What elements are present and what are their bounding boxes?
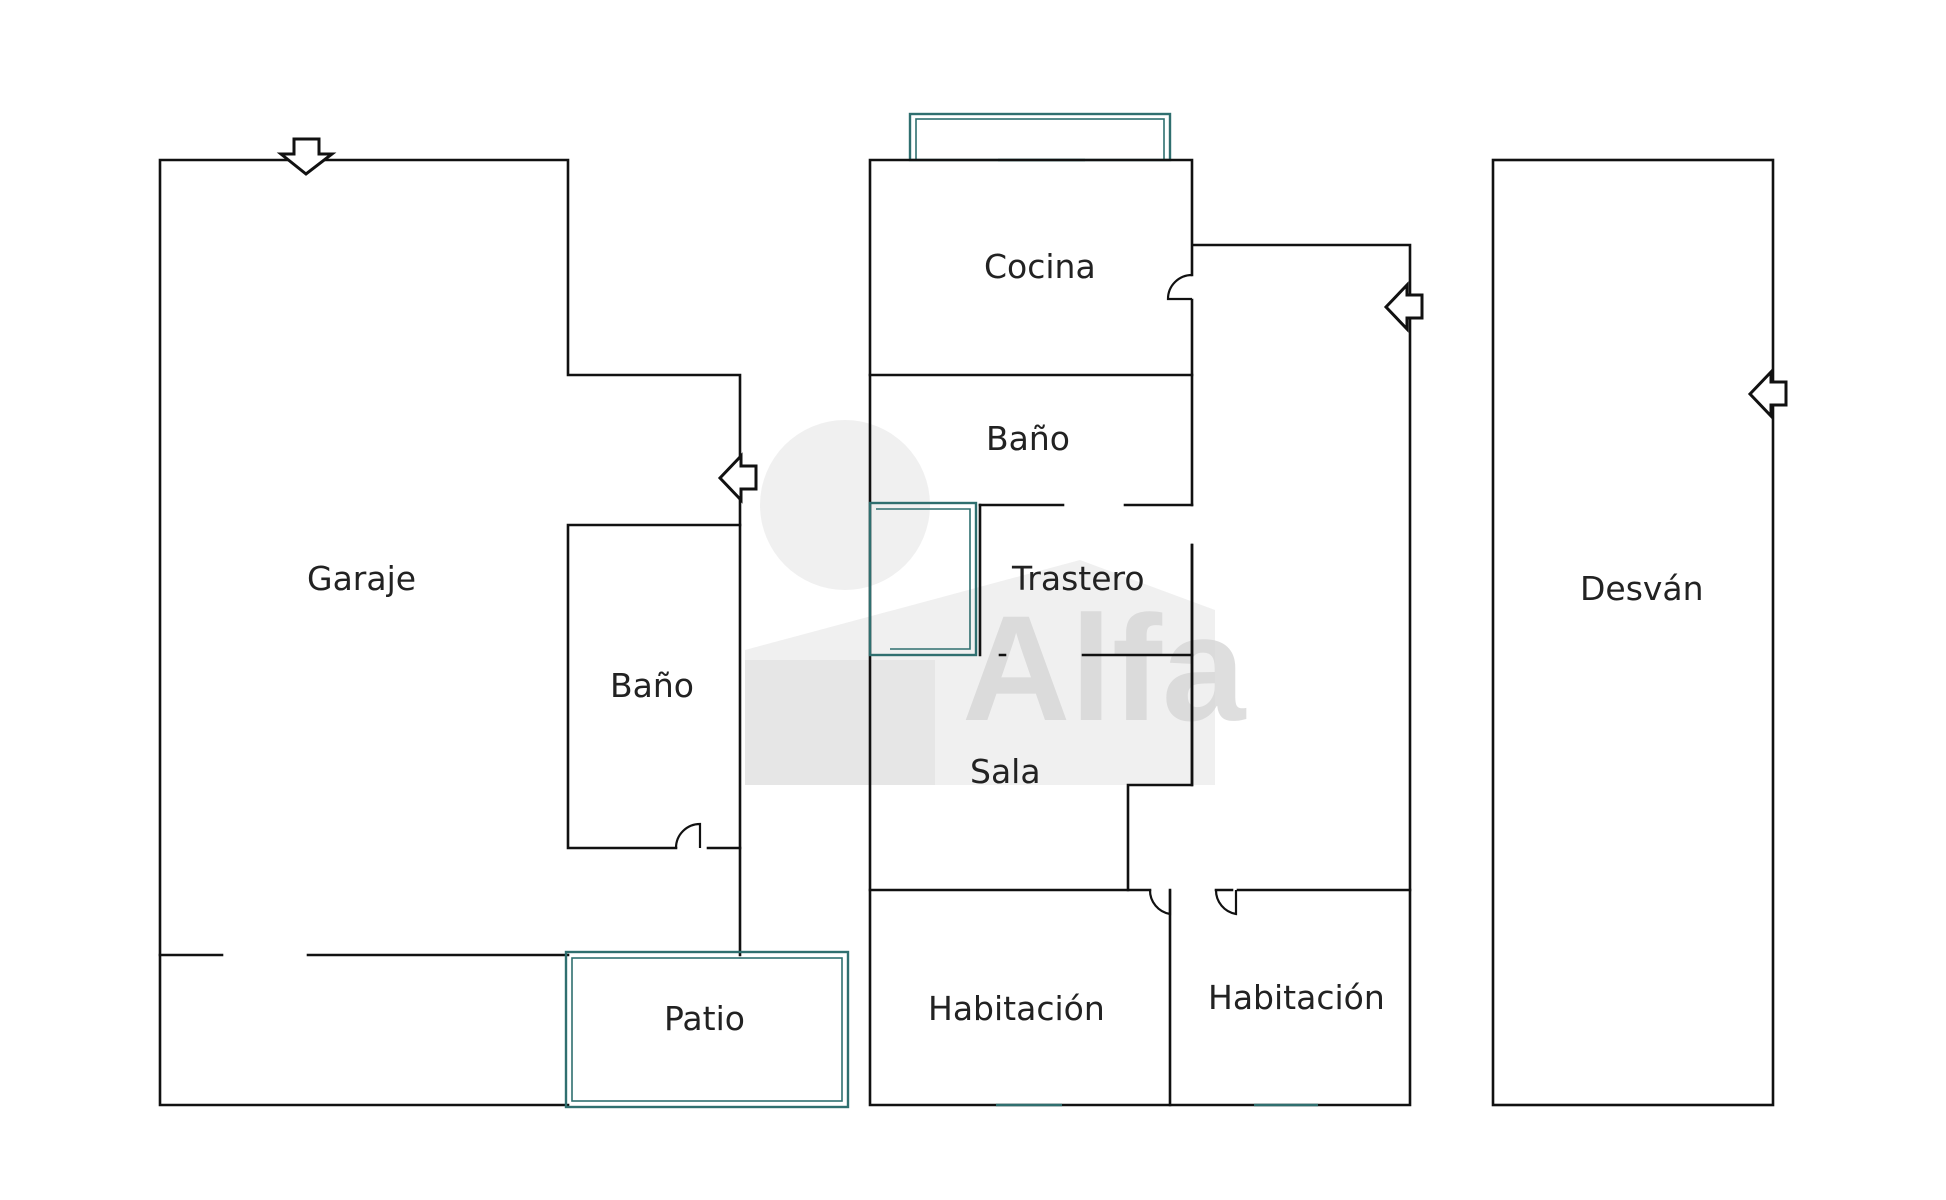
storage-glazed-outline (868, 501, 978, 657)
attic-plan: Desván (1491, 158, 1788, 1107)
room-label-cocina: Cocina (984, 247, 1096, 286)
kitchen-door (1166, 273, 1193, 301)
ground-bathroom-walls (566, 523, 742, 850)
watermark-logo-text: Alfa (962, 584, 1247, 752)
patio-glazed-outline (564, 950, 850, 1109)
patio-glazed-inner (571, 957, 843, 1102)
bedroom-2-door (1214, 889, 1238, 916)
living-room-right-wall (1126, 543, 1194, 892)
balcony-glazed-outline (908, 112, 1172, 162)
room-label-garaje: Garaje (307, 559, 416, 598)
room-label-habitacion-1: Habitación (928, 989, 1105, 1028)
attic-entrance-arrow-icon (1747, 368, 1788, 420)
room-label-patio: Patio (664, 999, 745, 1038)
watermark-circle-shape (760, 420, 930, 590)
attic-walls (1491, 158, 1775, 1107)
watermark-block-shape (745, 660, 935, 785)
storage-walls (978, 503, 1194, 657)
watermark: Alfa (745, 420, 1247, 785)
first-floor-entrance-arrow-icon (1383, 281, 1424, 333)
ground-floor-plan: Garaje Baño Patio (158, 137, 850, 1109)
ground-side-entrance-arrow-icon (717, 452, 758, 504)
garage-entrance-arrow-icon (276, 137, 337, 176)
room-label-trastero: Trastero (1011, 559, 1145, 598)
storage-glazed-inner (876, 508, 971, 650)
garage-walls (158, 158, 742, 1107)
room-label-habitacion-2: Habitación (1208, 978, 1385, 1017)
room-label-bano-ground: Baño (610, 666, 694, 705)
watermark-house-shape (745, 560, 1215, 785)
ground-bathroom-door (674, 822, 702, 849)
balcony-glazed-inner (915, 118, 1165, 161)
first-floor-plan: Cocina Baño Trastero Sala Habitación Hab… (868, 112, 1424, 1107)
room-label-bano-first: Baño (986, 419, 1070, 458)
room-label-desvan: Desván (1580, 569, 1704, 608)
bedroom-1-door (1148, 889, 1172, 916)
room-label-sala: Sala (970, 752, 1041, 791)
